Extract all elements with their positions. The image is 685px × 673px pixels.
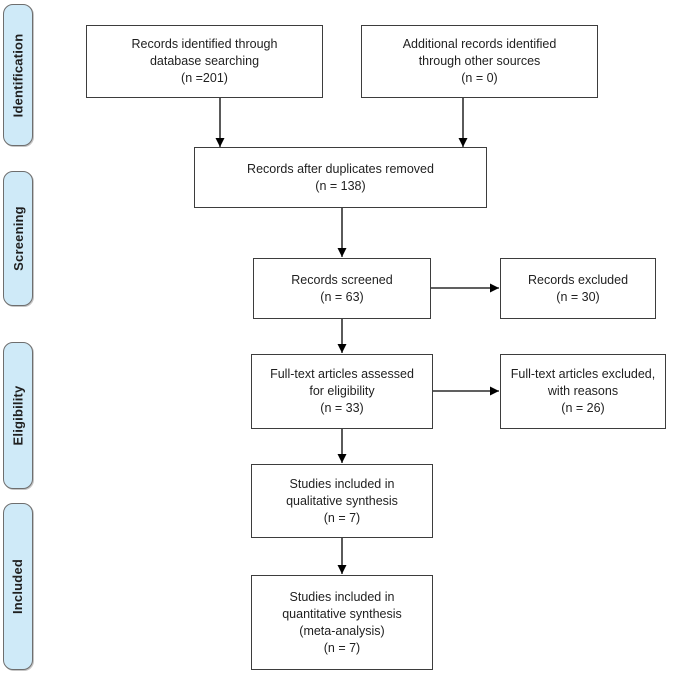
box-text-line: database searching bbox=[149, 54, 260, 68]
box-text-line: (n =201) bbox=[181, 71, 228, 85]
box-text-line: (n = 63) bbox=[320, 289, 364, 304]
box-records-screened: Records screened (n = 63) bbox=[253, 258, 431, 319]
box-fulltext-excluded: Full-text articles excluded, with reason… bbox=[500, 354, 666, 429]
box-text-line: quantitative synthesis bbox=[282, 606, 402, 621]
box-text-line: Records screened bbox=[291, 272, 393, 287]
stage-eligibility: Eligibility bbox=[3, 342, 33, 489]
box-text-line: (n = 30) bbox=[556, 289, 600, 304]
box-text-line: with reasons bbox=[547, 384, 619, 398]
box-text-line: (n = 7) bbox=[323, 510, 361, 525]
box-text-line: (meta-analysis) bbox=[299, 623, 385, 638]
box-text-line: Records excluded bbox=[527, 272, 629, 287]
box-additional-records: Additional records identified through ot… bbox=[361, 25, 598, 98]
box-quantitative-synthesis: Studies included in quantitative synthes… bbox=[251, 575, 433, 670]
box-text-line: for eligibility bbox=[309, 384, 375, 398]
box-text-line: (n = 138) bbox=[315, 178, 366, 193]
box-text-line: Additional records identified bbox=[402, 37, 557, 51]
box-qualitative-synthesis: Studies included in qualitative synthesi… bbox=[251, 464, 433, 538]
box-text-line: Full-text articles assessed bbox=[270, 367, 414, 381]
box-text-line: through other sources bbox=[418, 54, 541, 68]
box-text-line: qualitative synthesis bbox=[286, 493, 398, 508]
stage-identification: Identification bbox=[3, 4, 33, 146]
stage-included: Included bbox=[3, 503, 33, 670]
box-records-identified-database: Records identified through database sear… bbox=[86, 25, 323, 98]
stage-label: Screening bbox=[10, 206, 26, 271]
stage-label: Included bbox=[10, 558, 26, 615]
box-text-line: Records identified through bbox=[131, 37, 278, 51]
box-text-line: Studies included in bbox=[289, 589, 395, 604]
box-after-duplicates-removed: Records after duplicates removed (n = 13… bbox=[194, 147, 487, 208]
box-records-excluded: Records excluded (n = 30) bbox=[500, 258, 656, 319]
box-text-line: Full-text articles excluded, bbox=[510, 367, 656, 381]
box-text-line: (n = 0) bbox=[461, 71, 498, 85]
box-text-line: Studies included in bbox=[289, 476, 395, 491]
box-text-line: (n = 7) bbox=[323, 640, 361, 655]
stage-label: Identification bbox=[10, 33, 26, 117]
box-text-line: (n = 26) bbox=[561, 401, 605, 415]
box-fulltext-assessed: Full-text articles assessed for eligibil… bbox=[251, 354, 433, 429]
stage-label: Eligibility bbox=[10, 385, 26, 446]
box-text-line: Records after duplicates removed bbox=[247, 161, 434, 176]
stage-screening: Screening bbox=[3, 171, 33, 306]
box-text-line: (n = 33) bbox=[320, 401, 364, 415]
